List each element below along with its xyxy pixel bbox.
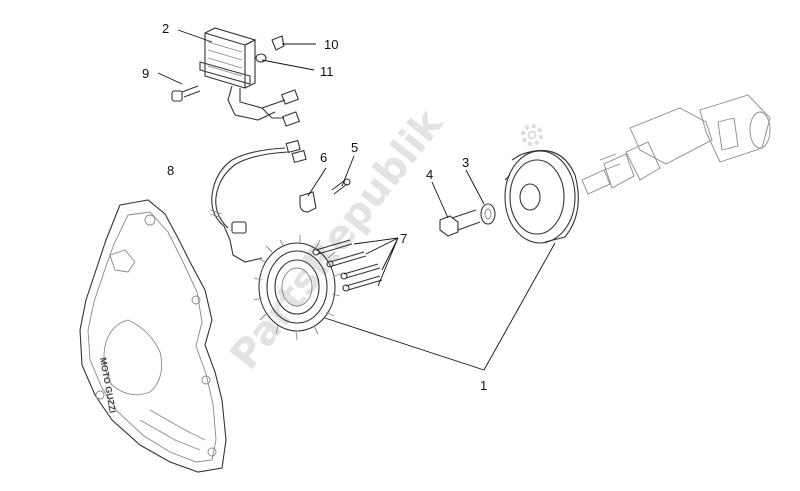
cable-clamp [299, 191, 317, 213]
leader-lines [157, 29, 556, 371]
callout-3: 3 [462, 155, 469, 170]
stator [253, 235, 342, 341]
callout-9: 9 [142, 66, 149, 81]
callout-10: 10 [324, 37, 338, 52]
callout-2: 2 [162, 21, 169, 36]
regulator-washer [255, 53, 267, 63]
callout-4: 4 [426, 167, 433, 182]
gear-icon [521, 124, 543, 146]
callout-6: 6 [320, 150, 327, 165]
rotor-washer [480, 203, 496, 225]
engine-side-cover: MOTO GUZZI [79, 199, 227, 473]
voltage-regulator [199, 27, 300, 127]
crankshaft [581, 94, 771, 195]
stator-wiring [209, 139, 307, 263]
flywheel-rotor [504, 150, 579, 244]
rotor-nut [439, 209, 481, 237]
callout-7: 7 [400, 231, 407, 246]
stator-screws [312, 239, 383, 292]
callout-5: 5 [351, 140, 358, 155]
small-screw [331, 178, 351, 195]
callout-1: 1 [480, 378, 487, 393]
regulator-clip [271, 35, 285, 51]
regulator-screw [171, 85, 201, 102]
callout-11: 11 [320, 64, 334, 79]
callout-8: 8 [167, 163, 174, 178]
watermark-text: PartsRepublik [222, 100, 453, 378]
callout-labels: 2 9 10 11 8 6 5 4 3 7 1 [142, 21, 487, 393]
watermark: PartsRepublik [222, 100, 453, 378]
